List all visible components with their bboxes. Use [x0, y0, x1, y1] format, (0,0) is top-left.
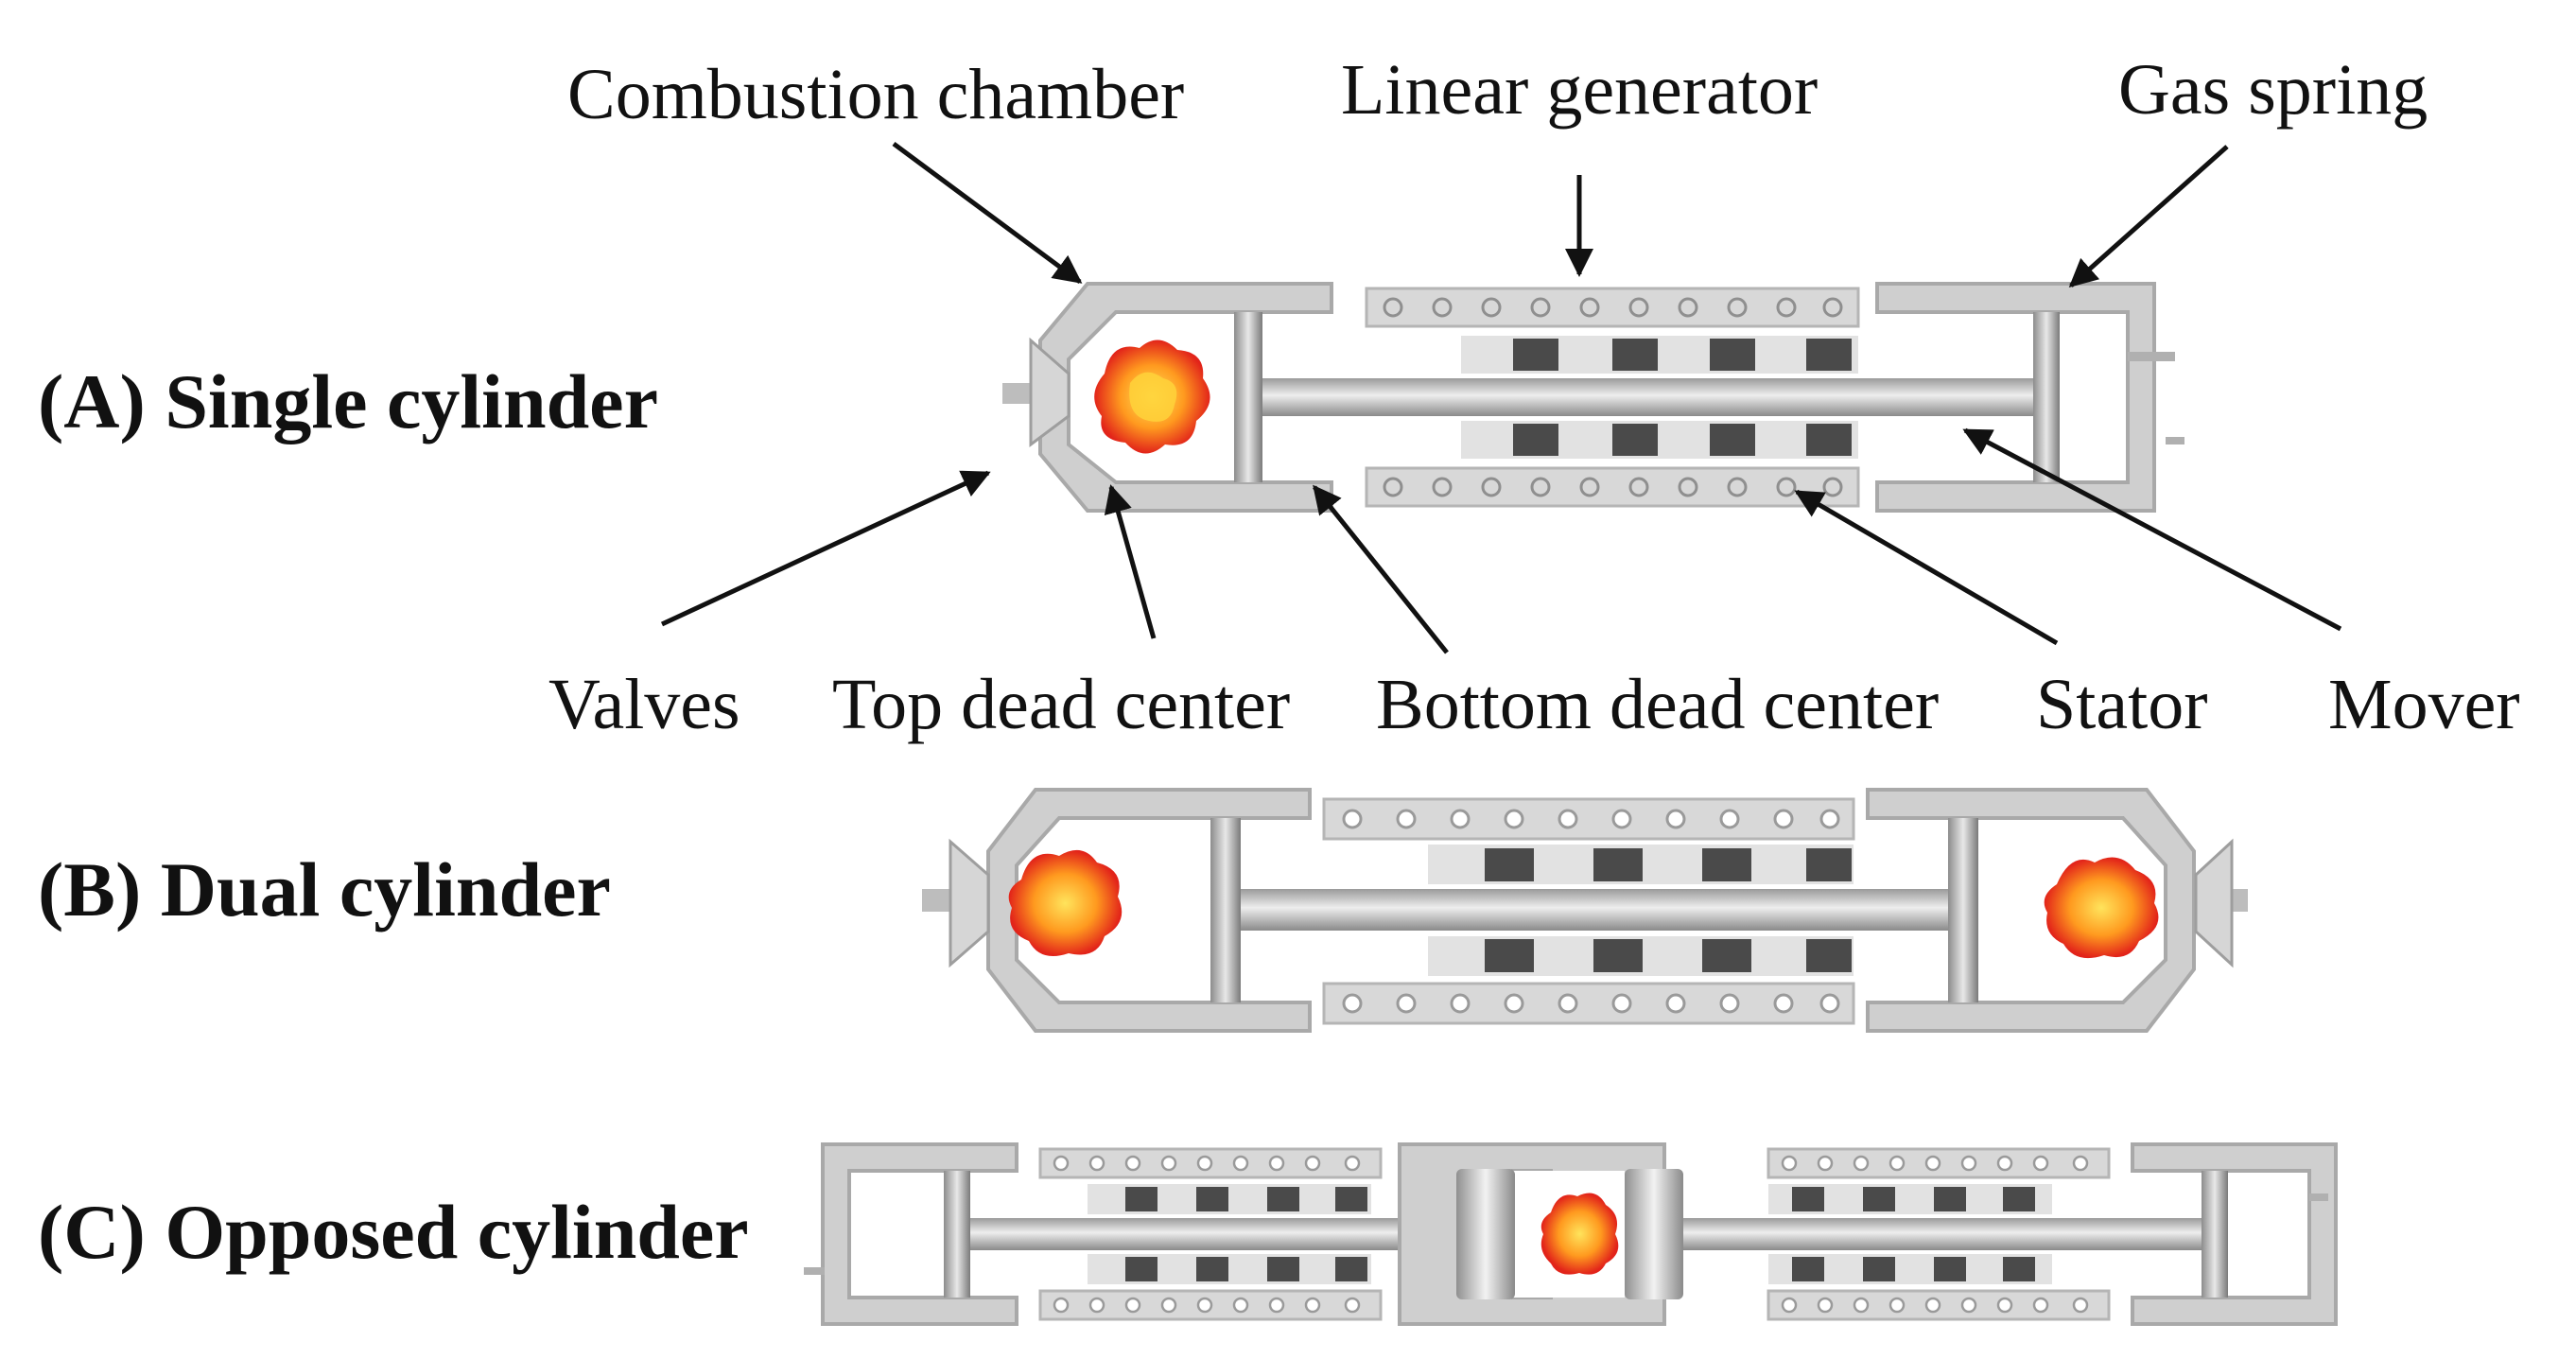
- label-stator: Stator: [2036, 665, 2208, 744]
- gas-spring-piston: [2033, 312, 2060, 482]
- right-opposed-piston: [1625, 1169, 1683, 1299]
- arrow-bottom-dead-center: [1313, 484, 1449, 654]
- left-opposed-piston: [1456, 1169, 1515, 1299]
- left-piston: [1210, 818, 1241, 1002]
- label-linear-generator: Linear generator: [1341, 50, 1818, 130]
- label-gas-spring: Gas spring: [2118, 50, 2428, 130]
- stator: [1322, 797, 1855, 1025]
- valve-icon: [1002, 337, 1070, 447]
- mover: [1461, 336, 1858, 459]
- left-flame-icon: [1008, 849, 1123, 957]
- arrow-valves: [660, 470, 991, 627]
- diagram-label-c: (C) Opposed cylinder: [38, 1189, 749, 1275]
- right-mover: [1768, 1184, 2052, 1284]
- left-rod: [970, 1218, 1462, 1250]
- left-valve-icon: [922, 838, 990, 968]
- arrow-stator: [1794, 489, 2059, 646]
- label-valves: Valves: [548, 665, 740, 744]
- left-stator: [1038, 1147, 1383, 1321]
- stator: [1365, 287, 1860, 508]
- right-piston: [1948, 818, 1978, 1002]
- right-combustion-housing: [1866, 788, 2196, 1033]
- left-combustion-housing: [986, 788, 1312, 1033]
- flame-icon: [1094, 340, 1210, 454]
- left-mover: [1088, 1184, 1371, 1284]
- arrow-top-dead-center: [1104, 484, 1157, 639]
- left-gas-spring-piston: [944, 1171, 970, 1298]
- label-bottom-dead-center: Bottom dead center: [1376, 665, 1939, 744]
- label-top-dead-center: Top dead center: [832, 665, 1290, 744]
- arrow-gas-spring: [2068, 145, 2229, 287]
- callout-arrows: [660, 141, 2342, 654]
- right-flame-icon: [2044, 857, 2159, 959]
- label-mover: Mover: [2328, 665, 2520, 744]
- right-valve-icon: [2194, 838, 2248, 968]
- dual-cylinder-diagram: [922, 788, 2248, 1033]
- connecting-rod: [1262, 378, 2038, 416]
- right-gas-spring-piston: [2202, 1171, 2228, 1298]
- diagram-label-a: (A) Single cylinder: [38, 358, 658, 444]
- center-flame-icon: [1540, 1193, 1619, 1275]
- arrow-combustion-chamber: [892, 141, 1083, 285]
- piston: [1234, 312, 1262, 482]
- connecting-rod: [1241, 889, 1959, 931]
- left-gas-spring-housing: [821, 1142, 1018, 1326]
- diagram-label-b: (B) Dual cylinder: [38, 846, 611, 932]
- right-gas-spring-housing: [2131, 1142, 2338, 1326]
- label-combustion-chamber: Combustion chamber: [567, 55, 1184, 134]
- right-rod: [1683, 1218, 2213, 1250]
- arrow-mover: [1962, 427, 2342, 632]
- right-stator: [1767, 1147, 2111, 1321]
- opposed-cylinder-diagram: [804, 1142, 2338, 1326]
- single-cylinder-diagram: [1002, 282, 2184, 513]
- mover: [1428, 845, 1854, 976]
- combustion-housing: [1038, 282, 1333, 513]
